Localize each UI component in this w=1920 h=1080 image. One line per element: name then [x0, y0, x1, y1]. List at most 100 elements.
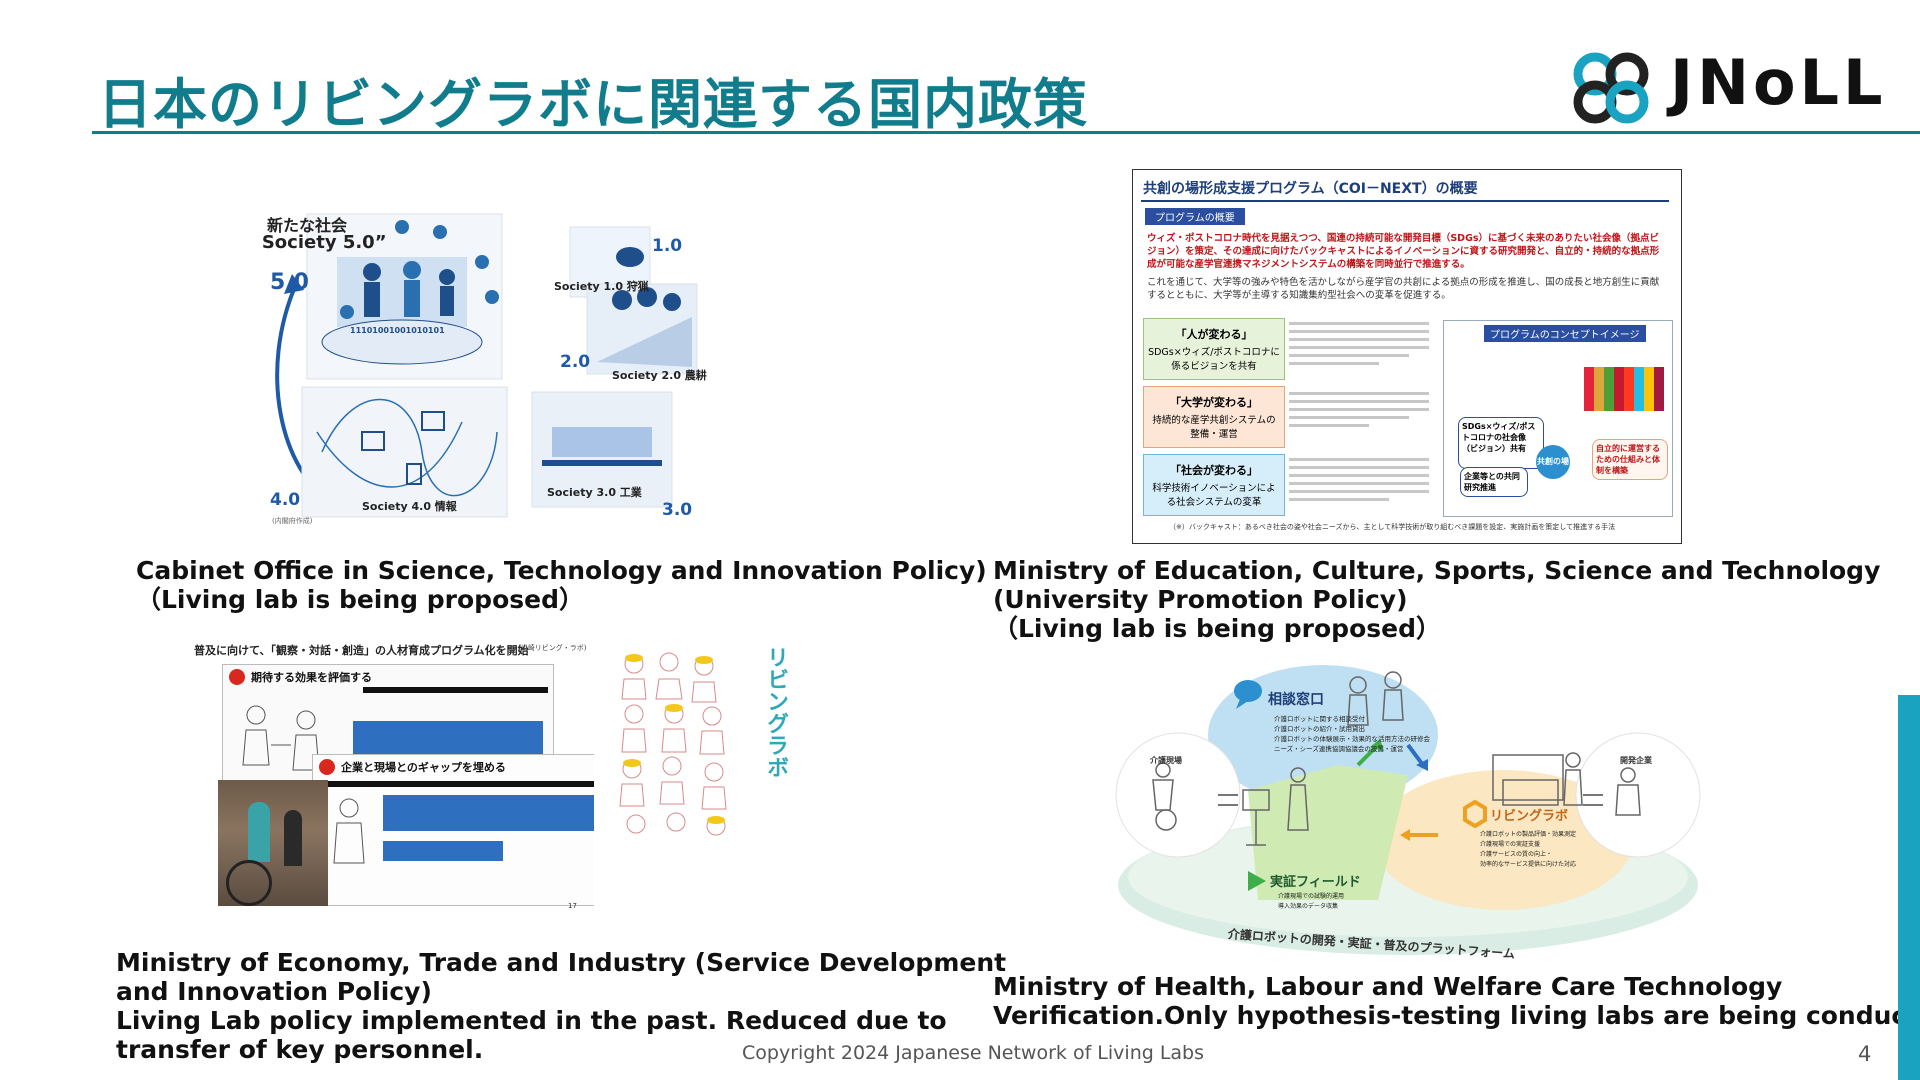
mhlw-living-lab-item: 介護現場での実証支援 — [1480, 841, 1541, 848]
coi-next-bullet-2: これを通じて、大学等の強みや特色を活かしながら産学官の共創による拠点の形成を推進… — [1147, 277, 1660, 301]
coi-next-middle-text — [1289, 322, 1429, 501]
society-3-number: 3.0 — [662, 500, 693, 520]
society-5-figure: 新たな社会 “Society 5.0” 5.0 1.0 2.0 3.0 4.0 … — [262, 202, 722, 532]
caption-line: （Living lab is being proposed） — [993, 614, 1441, 643]
caption-line: Living Lab policy implemented in the pas… — [116, 1006, 947, 1035]
society-2-label: Society 2.0 農耕 — [612, 369, 707, 382]
card-blue-box — [353, 721, 543, 759]
card-dark-bar — [363, 687, 548, 693]
caption-line: Ministry of Education, Culture, Sports, … — [993, 556, 1881, 585]
meti-page-no: 17 — [568, 902, 577, 910]
meti-header-note: (川崎リビング・ラボ) — [518, 644, 587, 652]
mhlw-living-lab-item: 介護サービスの質の向上・ — [1480, 851, 1553, 858]
coi-next-concept-box: プログラムのコンセプトイメージ SDGs×ウィズ/ポストコロナの社会像（ビジョン… — [1443, 320, 1673, 517]
meti-illustration-people — [619, 652, 727, 836]
mhlw-care-site: 介護現場 — [1150, 756, 1182, 765]
card-sketch — [333, 798, 365, 864]
mhlw-living-lab-item: 効率的なサービス提供に向けた対応 — [1480, 861, 1577, 868]
caption-line: (University Promotion Policy) — [993, 585, 1408, 614]
society-binary: 11101001001010101 — [350, 326, 445, 335]
society-4-label: Society 4.0 情報 — [362, 500, 457, 513]
jnoll-logo-icon — [1573, 52, 1649, 124]
card-marker — [319, 759, 335, 775]
mhlw-field-item: 介護現場での試験的運用 — [1278, 893, 1345, 900]
coi-next-figure: 共創の場形成支援プログラム（COI－NEXT）の概要 プログラムの概要 ウィズ・… — [1132, 169, 1682, 544]
meti-photo — [218, 780, 328, 906]
photo-person — [248, 802, 270, 862]
meti-illustration: リビングラボ — [594, 634, 794, 916]
mhlw-field-item: 導入効果のデータ収集 — [1278, 903, 1339, 910]
mhlw-field-title: 実証フィールド — [1270, 875, 1361, 890]
box-body: 持続的な産学共創システムの整備・運営 — [1152, 415, 1276, 440]
meti-program-figure: 普及に向けて、「観察・対話・創造」の人材育成プログラム化を開始 (川崎リビング・… — [182, 634, 794, 916]
caption-line: and Innovation Policy) — [116, 977, 432, 1006]
society-1-label: Society 1.0 狩猟 — [554, 280, 649, 293]
jnoll-logo: JNoLL — [1565, 44, 1910, 128]
coi-next-box-university: 「大学が変わる」 持続的な産学共創システムの整備・運営 — [1143, 386, 1285, 448]
meti-vertical-title: リビングラボ — [763, 646, 788, 778]
mhlw-consult-item: ニーズ・シーズ連携協調協議会の設置・運営 — [1274, 745, 1404, 753]
mhlw-consult-item: 介護ロボットに関する相談受付 — [1274, 715, 1365, 723]
mhlw-consult-item: 介護ロボットの紹介・試用貸出 — [1274, 725, 1365, 733]
concept-title: プログラムのコンセプトイメージ — [1484, 325, 1646, 342]
card-dark-bar — [317, 781, 627, 787]
society-5-quote: “Society 5.0” — [262, 232, 387, 253]
coi-next-box-people: 「人が変わる」 SDGs×ウィズ/ポストコロナに係るビジョンを共有 — [1143, 318, 1285, 380]
page-number: 4 — [1858, 1042, 1872, 1066]
title-underline — [92, 131, 1920, 134]
meti-header: 普及に向けて、「観察・対話・創造」の人材育成プログラム化を開始 — [194, 644, 529, 657]
mhlw-consult-item: 介護ロボットの体験展示・効果的な活用方法の研修会 — [1274, 735, 1430, 743]
box-body: SDGs×ウィズ/ポストコロナに係るビジョンを共有 — [1148, 347, 1280, 372]
mhlw-platform-figure: 相談窓口 介護ロボットに関する相談受付 介護ロボットの紹介・試用貸出 介護ロボッ… — [1108, 655, 1708, 965]
card-marker — [229, 669, 245, 685]
meti-card-2: 企業と現場とのギャップを埋める — [312, 754, 634, 906]
box-body: 科学技術イノベーションによる社会システムの変革 — [1152, 483, 1276, 508]
caption-mext: Ministry of Education, Culture, Sports, … — [993, 556, 1880, 643]
society-3-label: Society 3.0 工業 — [547, 486, 642, 499]
coi-next-footnote: （※）バックキャスト：あるべき社会の姿や社会ニーズから、主として科学技術が取り組… — [1169, 523, 1616, 531]
concept-left: 企業等との共同研究推進 — [1460, 467, 1528, 497]
box-title: 「社会が変わる」 — [1170, 464, 1258, 477]
card-title: 企業と現場とのギャップを埋める — [341, 761, 506, 774]
mhlw-platform-shapes — [1115, 665, 1701, 955]
slide-title: 日本のリビングラボに関連する国内政策 — [98, 73, 1088, 136]
caption-meti: Ministry of Economy, Trade and Industry … — [116, 948, 1006, 1064]
concept-sdgs-vision: SDGs×ウィズ/ポストコロナの社会像（ビジョン）共有 — [1458, 417, 1544, 469]
coi-next-box-society: 「社会が変わる」 科学技術イノベーションによる社会システムの変革 — [1143, 454, 1285, 516]
mhlw-living-lab-item: 介護ロボットの製品評価・効果測定 — [1480, 831, 1577, 838]
coi-next-bullet-1: ウィズ・ポストコロナ時代を見据えつつ、国連の持続可能な開発目標（SDGs）に基づ… — [1147, 233, 1660, 270]
mhlw-living-lab-title: リビングラボ — [1490, 809, 1569, 824]
caption-line: transfer of key personnel. — [116, 1035, 484, 1064]
caption-mhlw: Ministry of Health, Labour and Welfare C… — [993, 972, 1920, 1030]
caption-line: Verification.Only hypothesis-testing liv… — [993, 1001, 1920, 1030]
box-title: 「大学が変わる」 — [1170, 396, 1258, 409]
coi-next-title: 共創の場形成支援プログラム（COI－NEXT）の概要 — [1143, 181, 1478, 197]
mhlw-developer: 開発企業 — [1620, 756, 1652, 765]
society-5-number: 5.0 — [270, 270, 309, 295]
concept-right: 自立的に運営するための仕組みと体制を構築 — [1592, 439, 1668, 480]
caption-line: Cabinet Office in Science, Technology an… — [136, 556, 987, 585]
caption-line: Ministry of Health, Labour and Welfare C… — [993, 972, 1783, 1001]
coi-next-title-rule — [1141, 200, 1669, 202]
society-2-number: 2.0 — [560, 352, 591, 372]
coi-next-overview-tag: プログラムの概要 — [1145, 208, 1245, 225]
copyright-footer: Copyright 2024 Japanese Network of Livin… — [742, 1042, 1205, 1064]
jnoll-logo-text: JNoLL — [1670, 46, 1887, 119]
caption-cabinet-office: Cabinet Office in Science, Technology an… — [136, 556, 987, 614]
card-blue-box — [383, 795, 623, 831]
concept-center: 共創の場 — [1536, 445, 1570, 479]
card-title: 期待する効果を評価する — [251, 671, 372, 684]
caption-line: （Living lab is being proposed） — [136, 585, 584, 614]
society-source: (内閣府作成) — [272, 517, 313, 525]
society-1-number: 1.0 — [652, 236, 683, 256]
society-4-number: 4.0 — [270, 490, 301, 510]
card-blue-box — [383, 841, 503, 861]
mhlw-consult-title: 相談窓口 — [1268, 692, 1324, 708]
concept-sdgs-tiles — [1584, 367, 1664, 411]
photo-person — [284, 810, 302, 866]
accent-bar — [1898, 695, 1920, 1080]
box-title: 「人が変わる」 — [1175, 328, 1253, 341]
photo-wheelchair — [226, 860, 272, 906]
caption-line: Ministry of Economy, Trade and Industry … — [116, 948, 1007, 977]
society-5-label: 新たな社会 — [267, 216, 348, 235]
